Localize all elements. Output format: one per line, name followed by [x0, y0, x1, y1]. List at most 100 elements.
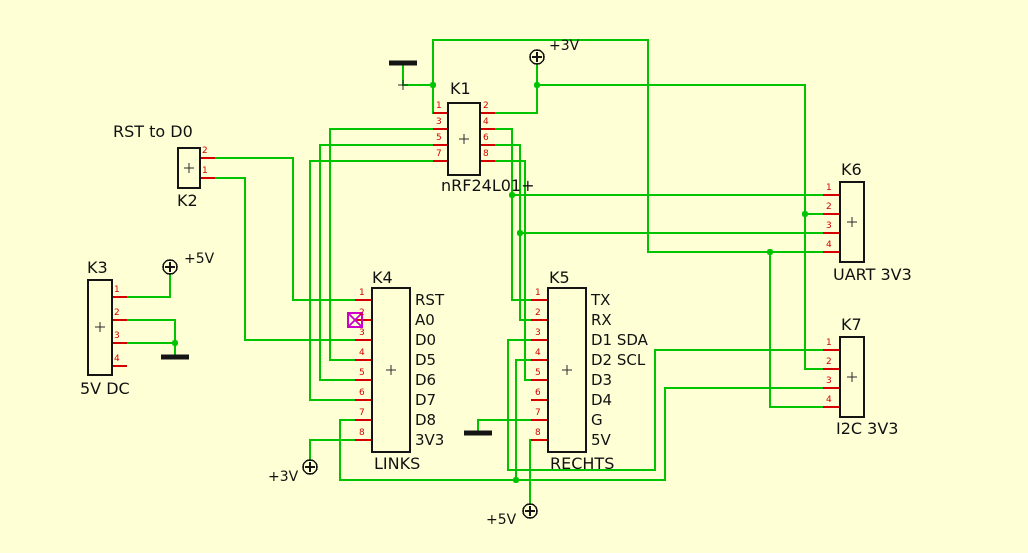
- k5-ref-label: K5: [549, 268, 570, 287]
- pin-number: 5: [436, 133, 442, 143]
- wire[interactable]: [515, 359, 824, 481]
- junction-dot: [512, 476, 520, 484]
- pin-number: 3: [826, 221, 832, 231]
- ground-symbols: [161, 60, 492, 436]
- pin-number: 8: [483, 149, 489, 159]
- pin-number: 3: [826, 376, 832, 386]
- k4-signal-label: D8: [415, 411, 437, 429]
- pin-number: 5: [359, 368, 365, 378]
- k4-signal-label: 3V3: [415, 431, 445, 449]
- wire[interactable]: [769, 251, 824, 408]
- origin-cross-icon: [459, 134, 469, 144]
- origin-cross-icon: [95, 322, 105, 332]
- k5-signal-label: G: [591, 411, 603, 429]
- wire[interactable]: [494, 128, 532, 301]
- wire[interactable]: [529, 439, 532, 504]
- k3-name-label: 5V DC: [80, 379, 130, 398]
- origin-cross-icon: [386, 365, 396, 375]
- wire[interactable]: [319, 144, 434, 381]
- junction-dots: [171, 81, 809, 484]
- wire[interactable]: [402, 84, 434, 114]
- wire[interactable]: [126, 274, 171, 298]
- pin-number: 3: [359, 328, 365, 338]
- supply-label-5v-bottom: +5V: [486, 512, 517, 528]
- origin-cross-icon: [562, 365, 572, 375]
- wire[interactable]: [494, 160, 532, 381]
- pin-number: 2: [826, 357, 832, 367]
- supply-3v-icon[interactable]: [302, 459, 318, 475]
- no-connect: [347, 312, 363, 328]
- wire[interactable]: [536, 84, 824, 215]
- pin-number: 2: [483, 101, 489, 111]
- supply-3v-icon[interactable]: [529, 49, 545, 65]
- connector-k6-box[interactable]: [839, 181, 865, 263]
- junction-dot: [516, 229, 524, 237]
- origin-cross-icon: [847, 217, 857, 227]
- pin-number: 7: [535, 408, 541, 418]
- wire[interactable]: [339, 419, 517, 481]
- k5-signal-label: TX: [591, 291, 611, 309]
- k5-signal-label: D1 SDA: [591, 331, 648, 349]
- k4-name-label: LINKS: [374, 454, 421, 473]
- connector-k4-box[interactable]: [371, 287, 411, 453]
- pin-number: 4: [114, 354, 120, 364]
- pin-number: 3: [114, 331, 120, 341]
- supply-5v-icon[interactable]: [162, 259, 178, 275]
- supply-3v-icon: [305, 462, 315, 472]
- k5-name-label: RECHTS: [550, 454, 615, 473]
- pin-number: 4: [483, 117, 489, 127]
- pin-stubs: [112, 112, 840, 441]
- k4-signal-label: D6: [415, 371, 437, 389]
- wire[interactable]: [477, 419, 532, 432]
- no-connect-icon: [347, 312, 363, 328]
- pin-number: 5: [535, 368, 541, 378]
- k1-name-label: nRF24L01+: [441, 176, 535, 195]
- connector-k1-box[interactable]: [447, 102, 481, 176]
- junction-dot: [508, 191, 516, 199]
- k6-ref-label: K6: [841, 160, 862, 179]
- connector-k7-box[interactable]: [839, 336, 865, 418]
- no-connect-icon[interactable]: [347, 312, 363, 328]
- pin-number: 6: [359, 388, 365, 398]
- pin-number: 1: [359, 288, 365, 298]
- pin-number: 1: [202, 166, 208, 176]
- supply-label-3v-top: +3V: [549, 38, 580, 54]
- pin-number: 1: [826, 183, 832, 193]
- pin-number: 4: [826, 240, 832, 250]
- pin-number: 7: [359, 408, 365, 418]
- pin-number: 6: [483, 133, 489, 143]
- junction-dot: [171, 339, 179, 347]
- connector-k3-box[interactable]: [87, 279, 113, 376]
- wire[interactable]: [214, 157, 356, 301]
- wire[interactable]: [309, 439, 356, 460]
- junction-dot: [533, 81, 541, 89]
- k5-signal-label: D2 SCL: [591, 351, 646, 369]
- supply-label-3v-bottom-left: +3V: [268, 469, 299, 485]
- supply-3v-icon: [532, 52, 542, 62]
- k4-signal-label: D5: [415, 351, 437, 369]
- supply-5v-icon[interactable]: [522, 503, 538, 519]
- wire[interactable]: [494, 64, 538, 114]
- wire[interactable]: [126, 319, 176, 356]
- wire[interactable]: [804, 213, 824, 370]
- k7-ref-label: K7: [841, 315, 862, 334]
- k4-signal-label: RST: [415, 291, 445, 309]
- connector-k5-box[interactable]: [547, 287, 587, 453]
- wire[interactable]: [214, 177, 356, 341]
- k5-signal-label: 5V: [591, 431, 611, 449]
- k6-name-label: UART 3V3: [833, 265, 912, 284]
- wires: [126, 39, 824, 504]
- origin-cross-icon: [184, 163, 194, 173]
- supply-5v-icon: [165, 262, 175, 272]
- pin-number: 4: [535, 348, 541, 358]
- k1-ref-label: K1: [450, 79, 471, 98]
- k4-ref-label: K4: [372, 268, 393, 287]
- wire[interactable]: [329, 128, 434, 361]
- wire[interactable]: [507, 339, 824, 471]
- wire[interactable]: [432, 39, 824, 253]
- k4-signal-label: D0: [415, 331, 437, 349]
- connector-k2-box[interactable]: [177, 147, 201, 189]
- wire[interactable]: [309, 160, 434, 401]
